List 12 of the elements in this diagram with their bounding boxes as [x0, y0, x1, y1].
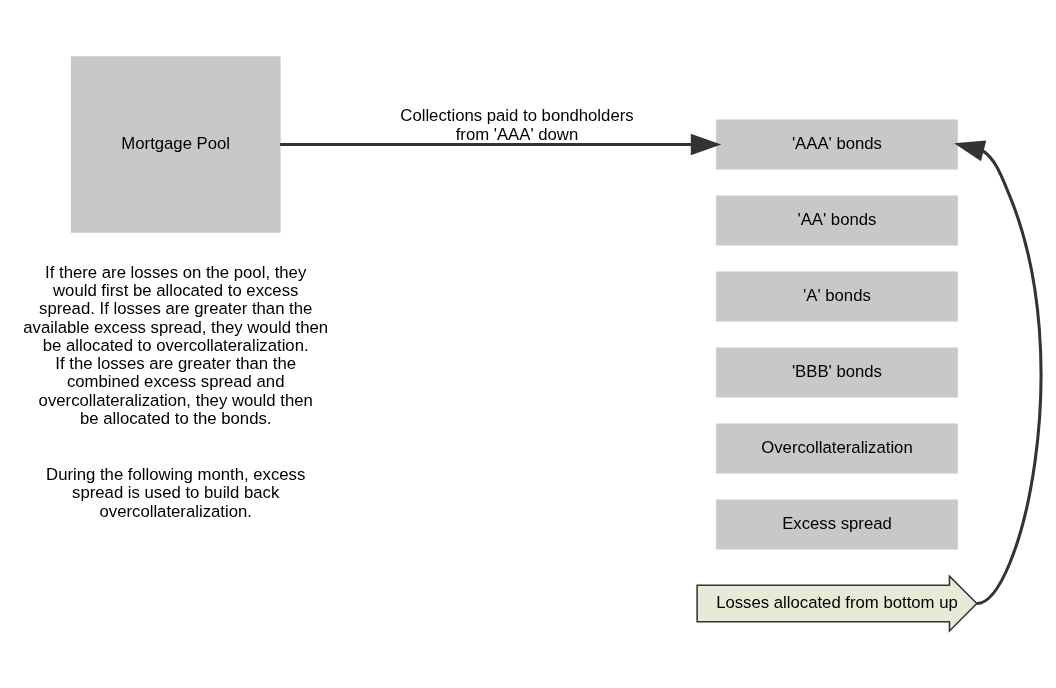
node-box: 'BBB' bonds: [716, 347, 958, 398]
label: If there are losses on the pool, they would first be allocated to excess spread. If losses are greater than the available excess spread, they would then be allocated to overcollateralization. If the losses are greater than the combined excess spread and overcollateralization, they would then be allocated to the bonds.: [23, 262, 329, 428]
node-box: 'AA' bonds: [716, 195, 958, 246]
label: During the following month, excess spread is used to build back overcollateralization.: [46, 465, 306, 521]
node-box: Mortgage Pool: [70, 56, 281, 233]
node-box: 'A' bonds: [716, 271, 958, 322]
node-box: Overcollateralization: [716, 423, 958, 474]
node-box: 'AAA' bonds: [716, 119, 958, 170]
arrow: [954, 140, 1043, 605]
arrow: [280, 133, 722, 156]
node-box: Excess spread: [716, 499, 958, 550]
edge-label: Collections paid to bondholders from 'AAA' down: [400, 106, 634, 144]
